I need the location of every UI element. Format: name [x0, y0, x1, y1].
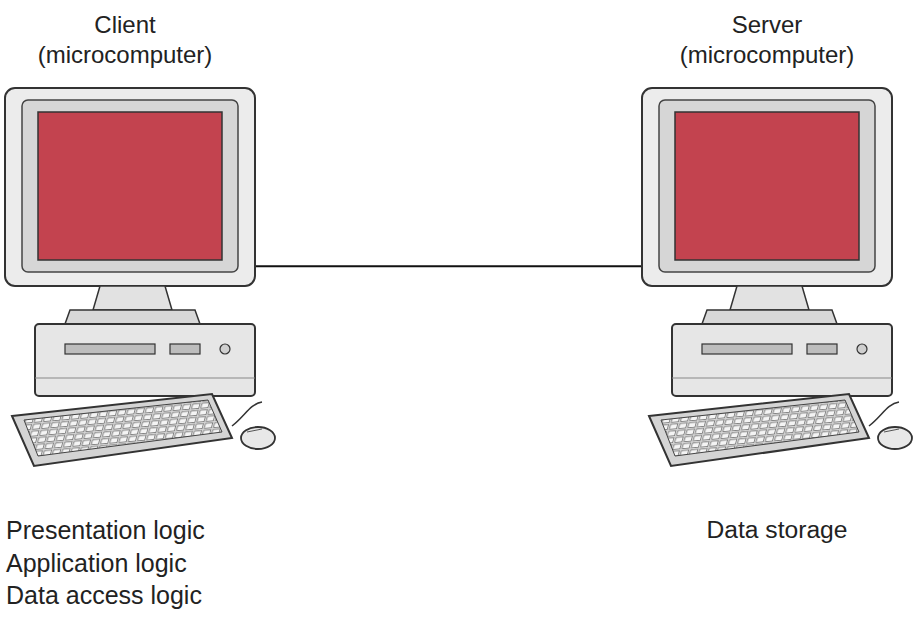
- layer-label: Data access logic: [6, 579, 290, 612]
- layer-label: Presentation logic: [6, 514, 290, 547]
- layer-label: Data storage: [637, 514, 917, 546]
- computer-illustration: [637, 86, 917, 476]
- layer-list: Presentation logicApplication logicData …: [0, 514, 290, 612]
- network-link: [255, 265, 642, 267]
- computer-heading: Server (microcomputer): [680, 10, 855, 70]
- computer-node: Client (microcomputer) Presentation logic…: [0, 10, 290, 612]
- layer-label: Application logic: [6, 547, 290, 580]
- computer-node: Server (microcomputer) Data storage: [637, 10, 917, 546]
- layer-list: Data storage: [637, 514, 917, 546]
- computer-illustration: [0, 86, 280, 476]
- computer-heading: Client (microcomputer): [38, 10, 213, 70]
